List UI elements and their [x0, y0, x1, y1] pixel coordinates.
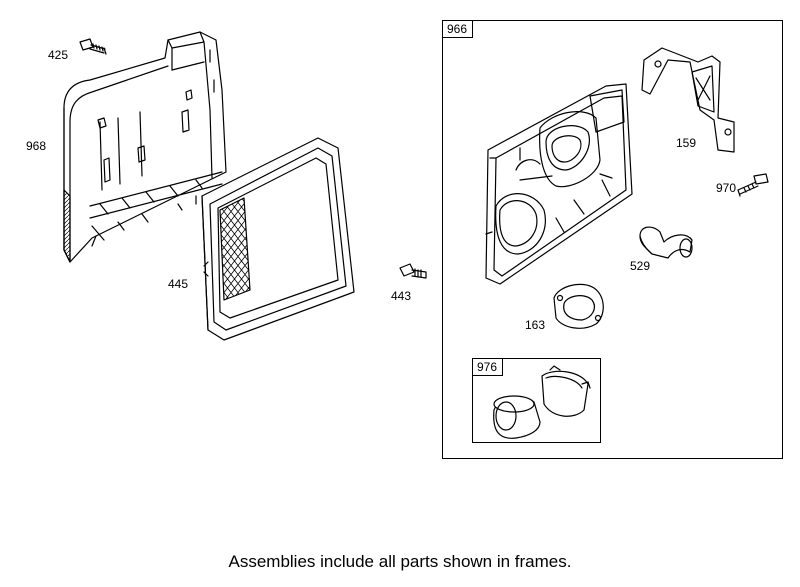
callout-159: 159 [676, 136, 697, 150]
filter-clamp-976 [493, 365, 591, 439]
screw-443 [399, 263, 427, 279]
filter-element-445 [201, 137, 355, 341]
callout-968: 968 [26, 139, 47, 153]
callout-443: 443 [391, 289, 412, 303]
bracket-159 [641, 47, 735, 153]
callout-529: 529 [630, 259, 651, 273]
elbow-tube-529 [639, 226, 693, 259]
frame-tag-966: 966 [443, 21, 474, 38]
assembly-frame-976: 976 [472, 358, 601, 443]
callout-163: 163 [525, 318, 546, 332]
air-cleaner-cover-968 [63, 31, 227, 263]
callout-425: 425 [48, 48, 69, 62]
callout-445: 445 [168, 277, 189, 291]
footer-note: Assemblies include all parts shown in fr… [228, 552, 572, 571]
screw-425 [79, 38, 107, 55]
assembly-frame-966: 966 [442, 20, 783, 459]
callout-970: 970 [716, 181, 737, 195]
base-assembly-966 [485, 83, 633, 285]
screw-970 [737, 173, 769, 197]
gasket-163 [553, 283, 604, 329]
frame-tag-976: 976 [473, 359, 504, 376]
